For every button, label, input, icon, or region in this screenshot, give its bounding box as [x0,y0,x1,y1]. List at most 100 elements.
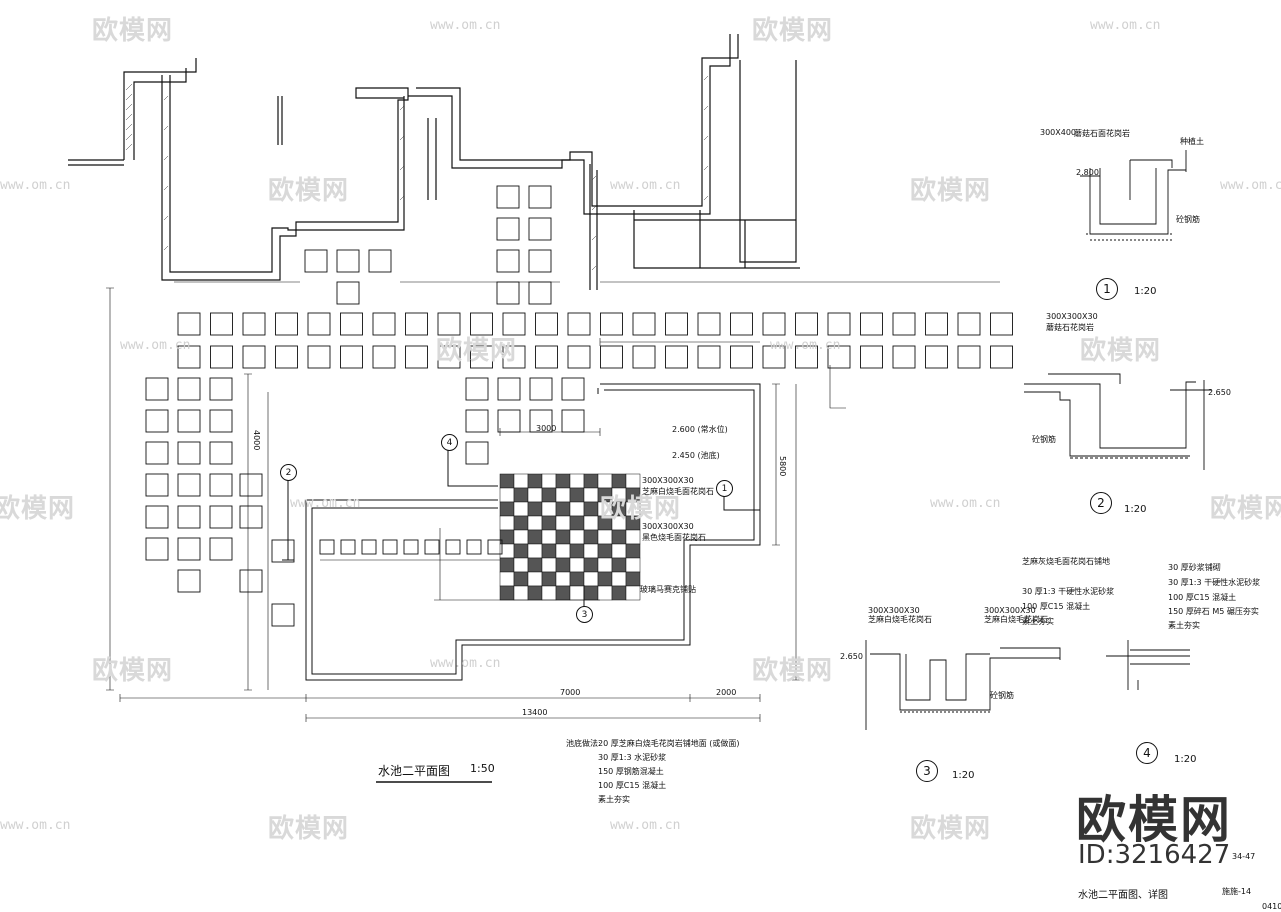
layer-note-3: 150 厚钢筋混凝土 [598,767,664,776]
paving-tile [561,409,585,433]
fountain-cell [583,571,599,587]
paving-tile [697,345,721,369]
paving-tile [567,345,591,369]
paving-tile [465,441,489,465]
paving-tile [242,312,266,336]
paving-tile [239,505,263,529]
watermark-url: www.om.cn [770,338,841,353]
paving-tile [892,345,916,369]
stepping-stone [319,539,335,555]
paving-tile [209,473,233,497]
fountain-cell [597,557,613,573]
paving-tile [535,345,558,369]
fountain-cell [611,529,627,545]
detail-1-section [1080,150,1187,241]
fountain-cell [569,501,585,517]
dim-seg-b: 2000 [716,688,737,697]
paving-tile [795,345,818,369]
paving-tile [860,312,883,336]
paving-tile [925,345,948,369]
fountain-cell [555,571,571,587]
paving-tile [177,537,201,561]
paving-tile [665,312,688,336]
watermark-brand: 欧模网 [92,656,174,686]
paving-tile [730,345,753,369]
paving-tile [145,409,169,433]
watermark-brand: 欧模网 [1080,336,1162,366]
fountain-cell [569,543,585,559]
stepping-stone [403,539,419,555]
section-marker-2: 2 [280,464,297,481]
watermark-brand: 欧模网 [0,494,76,524]
d4-r4: 150 厚碎石 M5 碾压夯实 [1168,607,1259,616]
fountain-cell [541,473,557,489]
detail-3-section [865,640,1061,730]
d1-top: 300X400 [1040,128,1077,137]
fountain-cell [597,543,613,559]
fountain-cell [555,557,571,573]
d3-level: 2.650 [840,652,863,661]
fountain-cell [527,585,543,601]
fountain-cell [569,557,585,573]
sheet-title: 水池二平面图、详图 [1078,890,1168,901]
stepping-stone [424,539,440,555]
d3-r4: 素土夯实 [1022,617,1054,626]
paving-tile [957,345,981,369]
paving-tile [600,345,623,369]
sheet-code: 0410 [1262,902,1281,911]
paving-tile [497,409,521,433]
detail-1-marker: 1 [1096,278,1118,300]
paving-tile [528,217,552,241]
paving-tile [304,249,328,273]
paving-tile [239,569,263,593]
fountain-cell [513,487,529,503]
fountain-cell [513,501,529,517]
fountain-cell [499,571,515,587]
watermark-url: www.om.cn [930,496,1001,511]
fountain-cell [597,473,613,489]
d3-b: 300X300X30 [984,606,1036,615]
fountain-cell [583,557,599,573]
paving-tile [177,505,201,529]
paving-tile [465,409,489,433]
watermark-brand: 欧模网 [1210,494,1281,524]
fountain-cell [527,501,543,517]
fountain-cell [583,501,599,517]
fountain-cell [583,543,599,559]
fountain-bot-text: 玻璃马赛克铺贴 [640,585,696,594]
fountain-cell [499,515,515,531]
paving-tile [528,249,552,273]
paving-tile [496,281,520,305]
fountain-cell [583,585,599,601]
d2-label: 蘑菇石花岗岩 [1046,323,1094,332]
watermark-brand: 欧模网 [752,16,834,46]
fountain-cell [527,473,543,489]
fountain-cell [527,571,543,587]
d1-label: 蘑菇石面花岗岩 [1074,129,1130,138]
fountain-cell [527,487,543,503]
fountain-cell [597,571,613,587]
plan-scale: 1:50 [470,762,495,775]
fountain-mid-text: 黑色烧毛面花岗石 [642,533,706,542]
paving-tile [892,312,916,336]
detail-4-marker: 4 [1136,742,1158,764]
fountain-cell [625,571,641,587]
fountain-cell [611,473,627,489]
fountain-cell [513,543,529,559]
fountain-cell [541,487,557,503]
fountain-cell [513,473,529,489]
watermark-url: www.om.cn [120,338,191,353]
paving-tile [697,312,721,336]
fountain-cell [569,487,585,503]
watermark-url: www.om.cn [0,818,71,833]
water-level-normal: 2.600 (常水位) [672,425,728,434]
d2-top: 300X300X30 [1046,312,1098,321]
paving-tile [340,345,363,369]
watermark-brand: 欧模网 [92,16,174,46]
d3-r2: 30 厚1:3 干硬性水泥砂浆 [1022,587,1115,596]
fountain-cell [555,487,571,503]
paving-tile [177,377,201,401]
detail-1-scale: 1:20 [1134,286,1157,297]
stepping-stone [445,539,461,555]
watermark-brand: 欧模网 [268,176,350,206]
